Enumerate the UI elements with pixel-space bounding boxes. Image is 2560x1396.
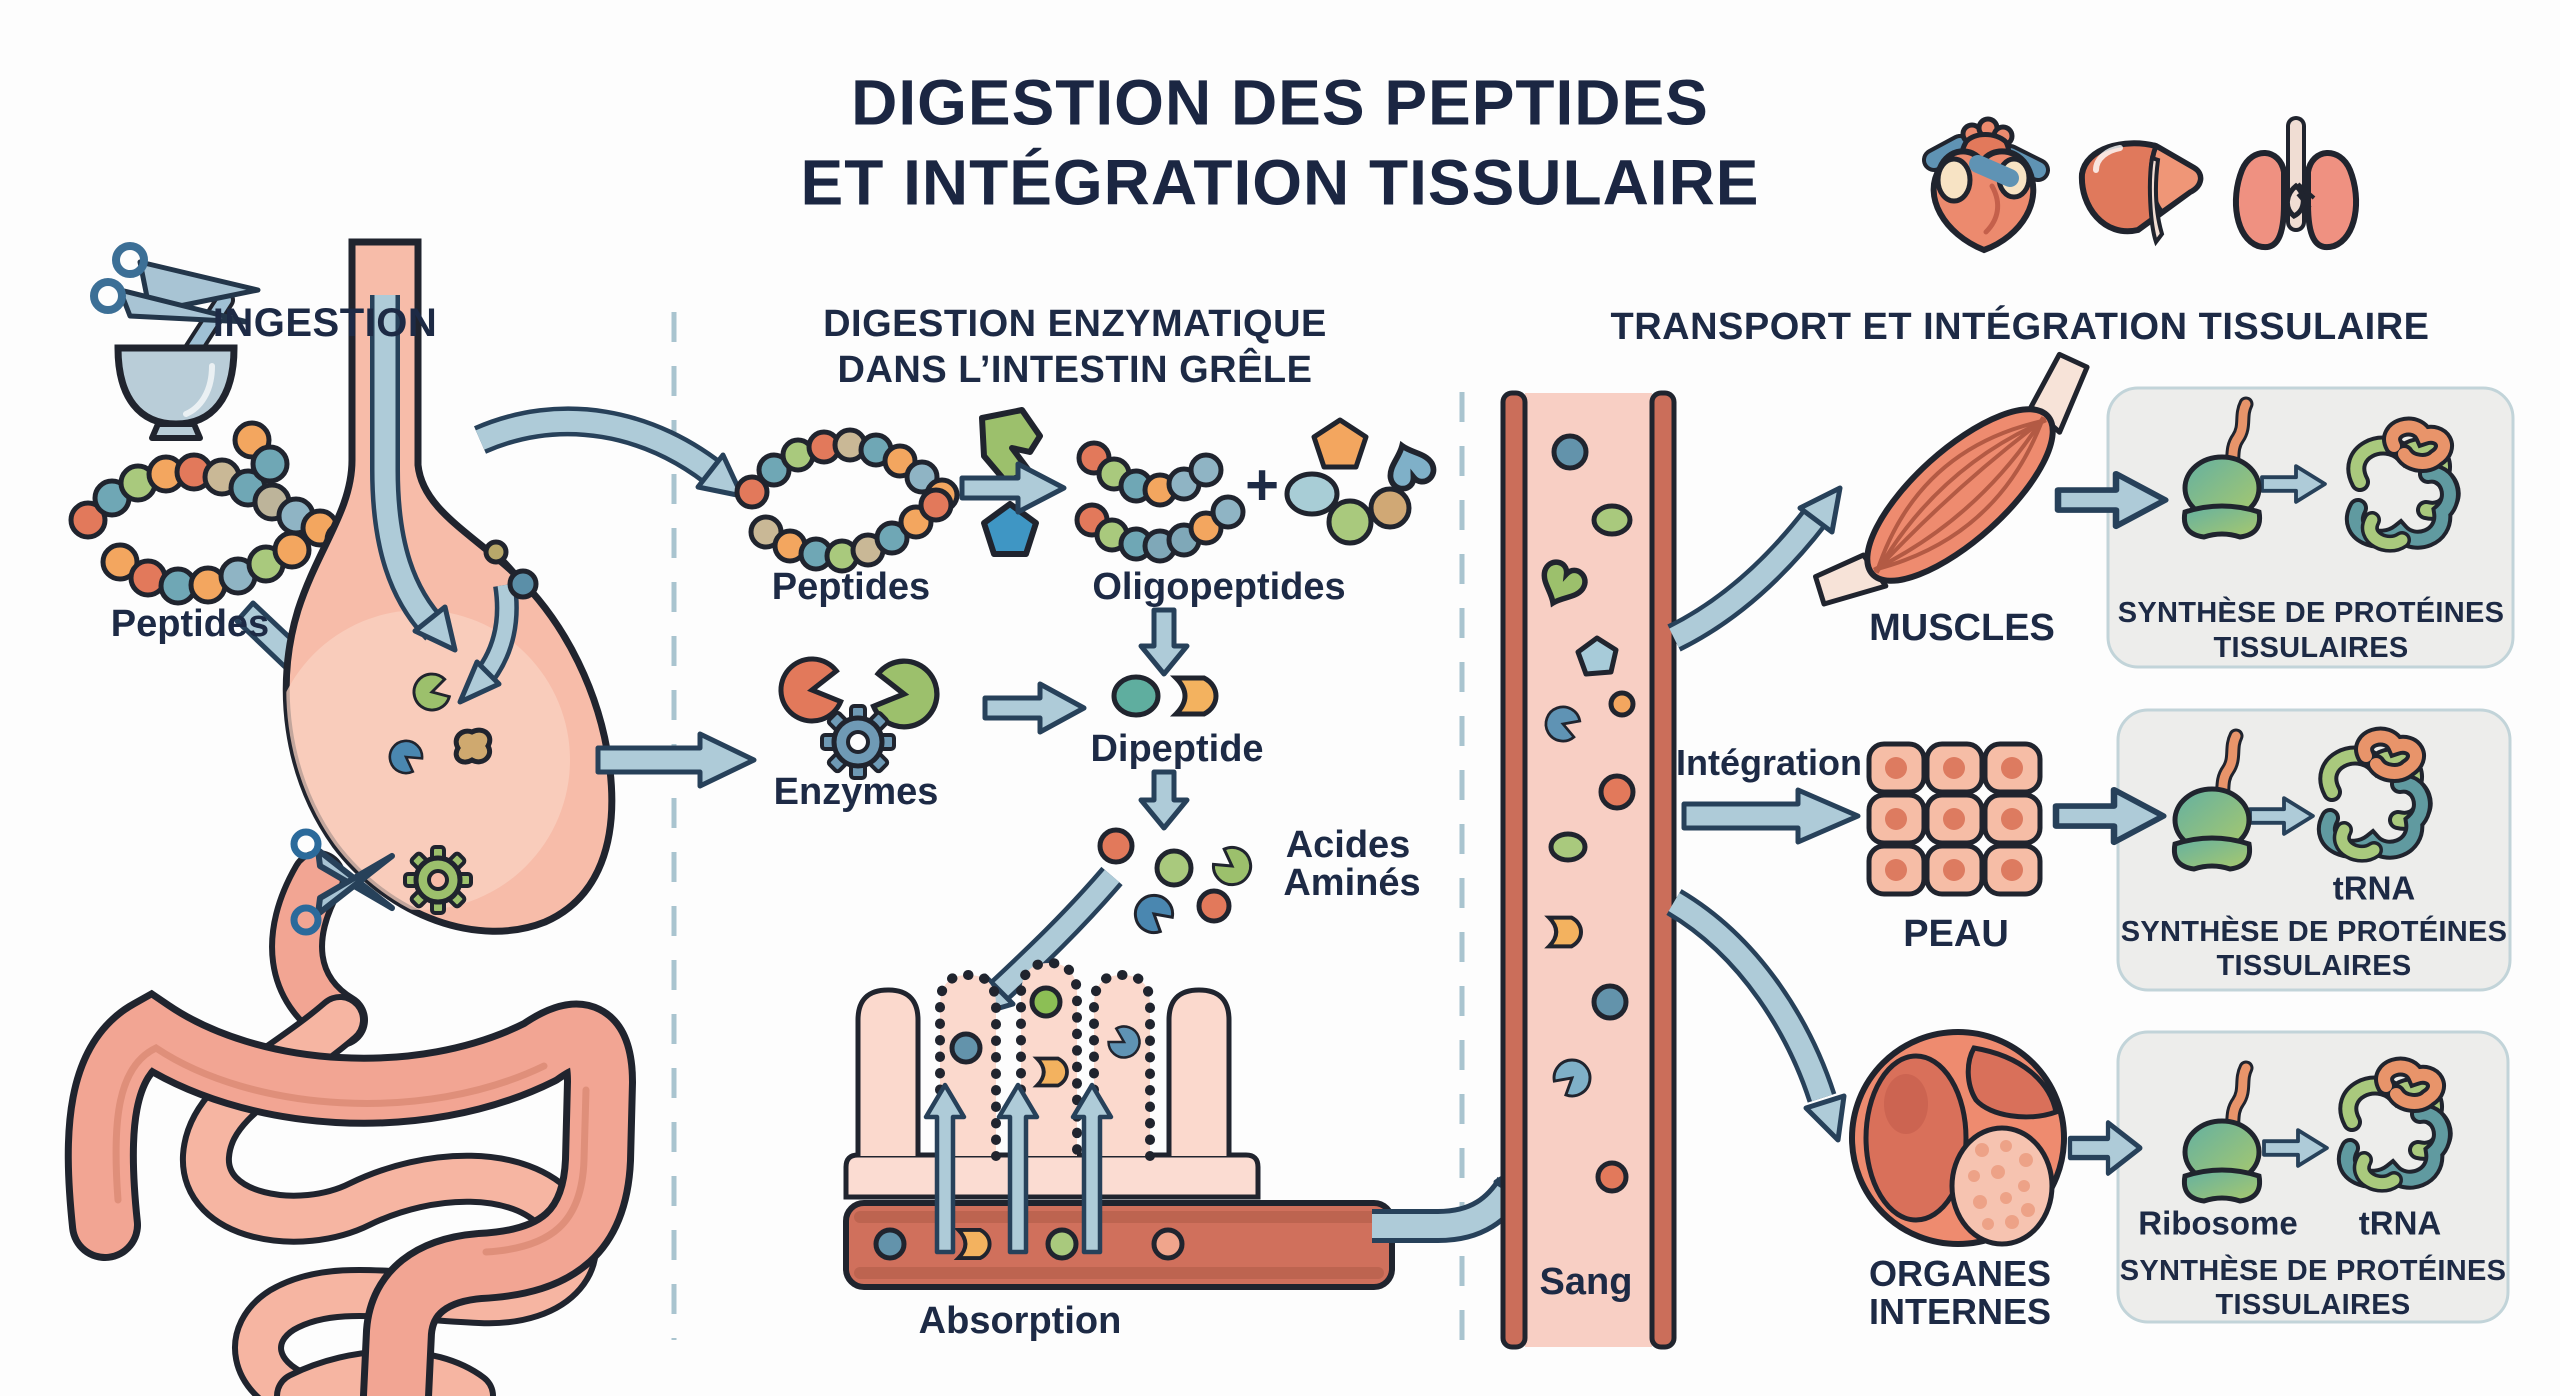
- blood-vessel-icon: [1500, 390, 1677, 1350]
- plus-sign: +: [1245, 452, 1279, 518]
- stomach-icon: [269, 238, 616, 1048]
- arrow-stomach-to-enzymes: [595, 731, 757, 789]
- trna-label-box3: tRNA: [2358, 1204, 2442, 1242]
- villi-icon: [843, 957, 1261, 1200]
- organes-label-line2: INTERNES: [1868, 1291, 2052, 1333]
- enzymes-icon: [777, 656, 941, 780]
- lungs-icon: [2233, 116, 2359, 251]
- heart-icon: [1922, 116, 2050, 254]
- page-title-line2: ET INTÉGRATION TISSULAIRE: [800, 146, 1760, 219]
- integration-label: Intégration: [1676, 742, 1862, 784]
- skin-cells-icon: [1866, 741, 2043, 897]
- peptides-label-mid: Peptides: [771, 566, 931, 609]
- arrow-peptides-to-oligo: [959, 461, 1067, 515]
- synthesis-box2-caption-line2: TISSULAIRES: [2216, 949, 2412, 982]
- arrow-vessel-to-organs: [1666, 889, 1847, 1143]
- amino-acids-icon: [1097, 827, 1260, 941]
- absorption-label: Absorption: [918, 1300, 1122, 1343]
- amino-acids-label-line1: Acides: [1285, 824, 1411, 867]
- intestines-icon: [64, 989, 637, 1396]
- gear-icon: [403, 845, 473, 915]
- ribosome-label-box3: Ribosome: [2138, 1204, 2298, 1242]
- arrow-oligo-to-dipeptide: [1138, 607, 1190, 677]
- arrows-blood-to-villi: [923, 1082, 1114, 1255]
- enzymes-label: Enzymes: [773, 771, 939, 814]
- free-amino-shapes: [1284, 417, 1437, 546]
- muscles-label: MUSCLES: [1869, 607, 2055, 650]
- organes-label-line1: ORGANES: [1868, 1253, 2052, 1295]
- gear-icon: [820, 704, 896, 780]
- dipeptide-label: Dipeptide: [1090, 728, 1264, 771]
- synthesis-box1-caption-line1: SYNTHÈSE DE PROTÉINES: [2117, 596, 2505, 629]
- arrow-dipeptide-to-amino: [1138, 769, 1190, 831]
- transport-header: TRANSPORT ET INTÉGRATION TISSULAIRE: [1610, 306, 2430, 349]
- scissors-icon: [290, 828, 395, 936]
- synthesis-box1-caption-line2: TISSULAIRES: [2213, 631, 2409, 664]
- arrow-enzymes-to-dipeptide: [982, 681, 1087, 735]
- arrow-vessel-to-muscles: [1667, 485, 1843, 652]
- page-title-line1: DIGESTION DES PEPTIDES: [851, 66, 1709, 139]
- muscle-icon: [1813, 351, 2090, 607]
- digestion-header-line2: DANS L’INTESTIN GRÊLE: [837, 349, 1313, 392]
- peptides-label-left: Peptides: [110, 603, 270, 646]
- synthesis-box3-caption-line1: SYNTHÈSE DE PROTÉINES: [2119, 1254, 2507, 1287]
- oligopeptides-icon: [1074, 440, 1246, 564]
- trna-label-box2: tRNA: [2332, 869, 2416, 907]
- sang-label: Sang: [1539, 1261, 1633, 1304]
- peau-label: PEAU: [1903, 913, 2009, 956]
- internal-organ-icon: [1849, 1029, 2067, 1247]
- peptide-chain-small-intestine: [734, 427, 960, 574]
- digestion-header-line1: DIGESTION ENZYMATIQUE: [823, 303, 1327, 346]
- dipeptide-icon: [1111, 674, 1216, 718]
- liver-icon: [2078, 140, 2204, 247]
- scissors-mortar-icon: [90, 242, 261, 441]
- synthesis-boxes: [2106, 386, 2515, 1324]
- enzyme-icon: [979, 407, 1043, 557]
- section-dividers: [671, 312, 1465, 1360]
- synthesis-box3-caption-line2: TISSULAIRES: [2215, 1288, 2411, 1321]
- synthesis-box2-caption-line1: SYNTHÈSE DE PROTÉINES: [2120, 915, 2508, 948]
- amino-acids-label-line2: Aminés: [1283, 862, 1421, 905]
- arrow-integration-to-skin: [1681, 787, 1861, 845]
- absorption-blood-band: [843, 1200, 1395, 1290]
- peptide-chain-icon: [68, 420, 364, 606]
- oligopeptides-label: Oligopeptides: [1092, 566, 1346, 609]
- arrow-stomach-to-peptides: [473, 406, 745, 499]
- ingestion-header: INGESTION: [212, 301, 438, 345]
